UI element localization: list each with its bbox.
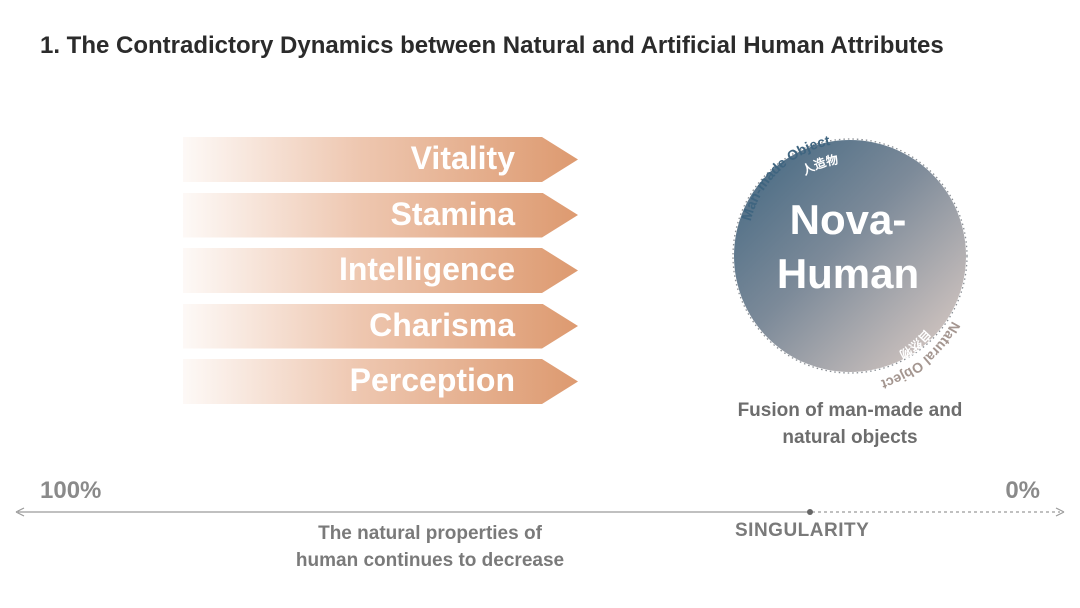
orb-line-2: Human [777, 250, 919, 297]
nova-human-svg: Nova- Human Man-made Object 人造物 Natural … [732, 132, 968, 393]
attribute-arrow-vitality: Vitality [183, 137, 578, 182]
fusion-caption-line-1: Fusion of man-made and [737, 400, 963, 421]
attribute-label: Intelligence [338, 251, 515, 287]
timeline-axis [15, 507, 1065, 517]
attribute-arrow-perception: Perception [183, 359, 578, 404]
axis-start-label: 100% [40, 477, 102, 504]
axis-left-arrow-icon [15, 507, 25, 517]
attribute-arrow-charisma: Charisma [183, 303, 578, 349]
attribute-label: Vitality [410, 140, 515, 176]
axis-caption-line-1: The natural properties of [318, 523, 542, 544]
fusion-caption-line-2: natural objects [782, 427, 918, 448]
singularity-label: SINGULARITY [735, 520, 870, 541]
axis-caption-line-2: human continues to decrease [295, 550, 565, 571]
dotted-ring [732, 138, 968, 374]
orb-line-1: Nova- [790, 196, 907, 243]
attribute-label: Perception [349, 362, 515, 398]
attribute-arrow-intelligence: Intelligence [183, 248, 578, 293]
attribute-label: Stamina [390, 195, 515, 232]
axis-end-label: 0% [1005, 477, 1040, 504]
page-title: 1. The Contradictory Dynamics between Na… [40, 32, 944, 59]
attribute-label: Charisma [369, 306, 515, 343]
nova-human-orb [734, 140, 966, 372]
nova-human-diagram: Nova- Human Man-made Object 人造物 Natural … [715, 100, 985, 393]
attribute-arrow-list: Vitality Stamina Intelligence Charisma P… [183, 137, 583, 415]
singularity-point [807, 509, 813, 515]
fusion-caption: Fusion of man-made and natural objects [700, 397, 1000, 451]
axis-caption: The natural properties of human continue… [250, 520, 610, 574]
attribute-arrow-stamina: Stamina [183, 192, 578, 238]
axis-right-arrow-icon [1055, 507, 1065, 517]
